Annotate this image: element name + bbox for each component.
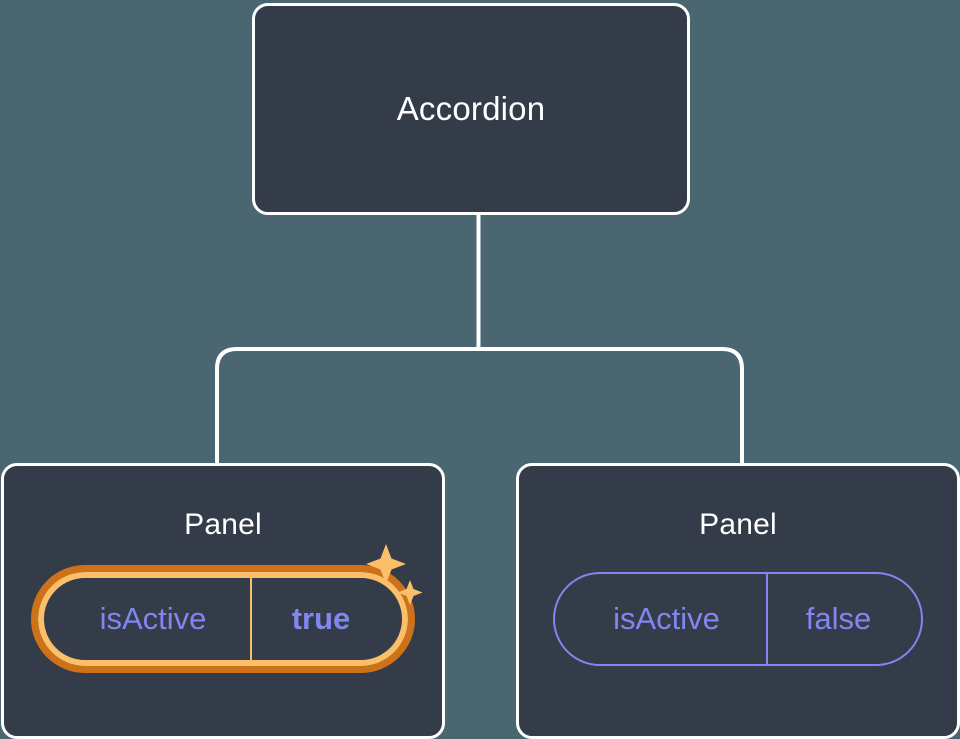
prop-key: isActive (613, 601, 720, 636)
node-accordion[interactable]: Accordion (252, 3, 690, 215)
node-panel-right[interactable]: Panel isActive false (516, 463, 960, 739)
node-panel-left[interactable]: Panel isActive true (1, 463, 445, 739)
prop-pill-wrapper: isActive true (4, 544, 442, 673)
prop-key: isActive (99, 601, 207, 636)
prop-value: true (250, 578, 402, 660)
node-title: Accordion (396, 90, 546, 127)
prop-value: false (766, 574, 921, 664)
prop-pill[interactable]: isActive false (553, 572, 923, 666)
node-title: Panel (699, 508, 777, 541)
prop-pill-wrapper: isActive false (519, 572, 957, 666)
prop-pill-highlighted[interactable]: isActive true (31, 565, 415, 673)
node-title: Panel (184, 508, 262, 541)
